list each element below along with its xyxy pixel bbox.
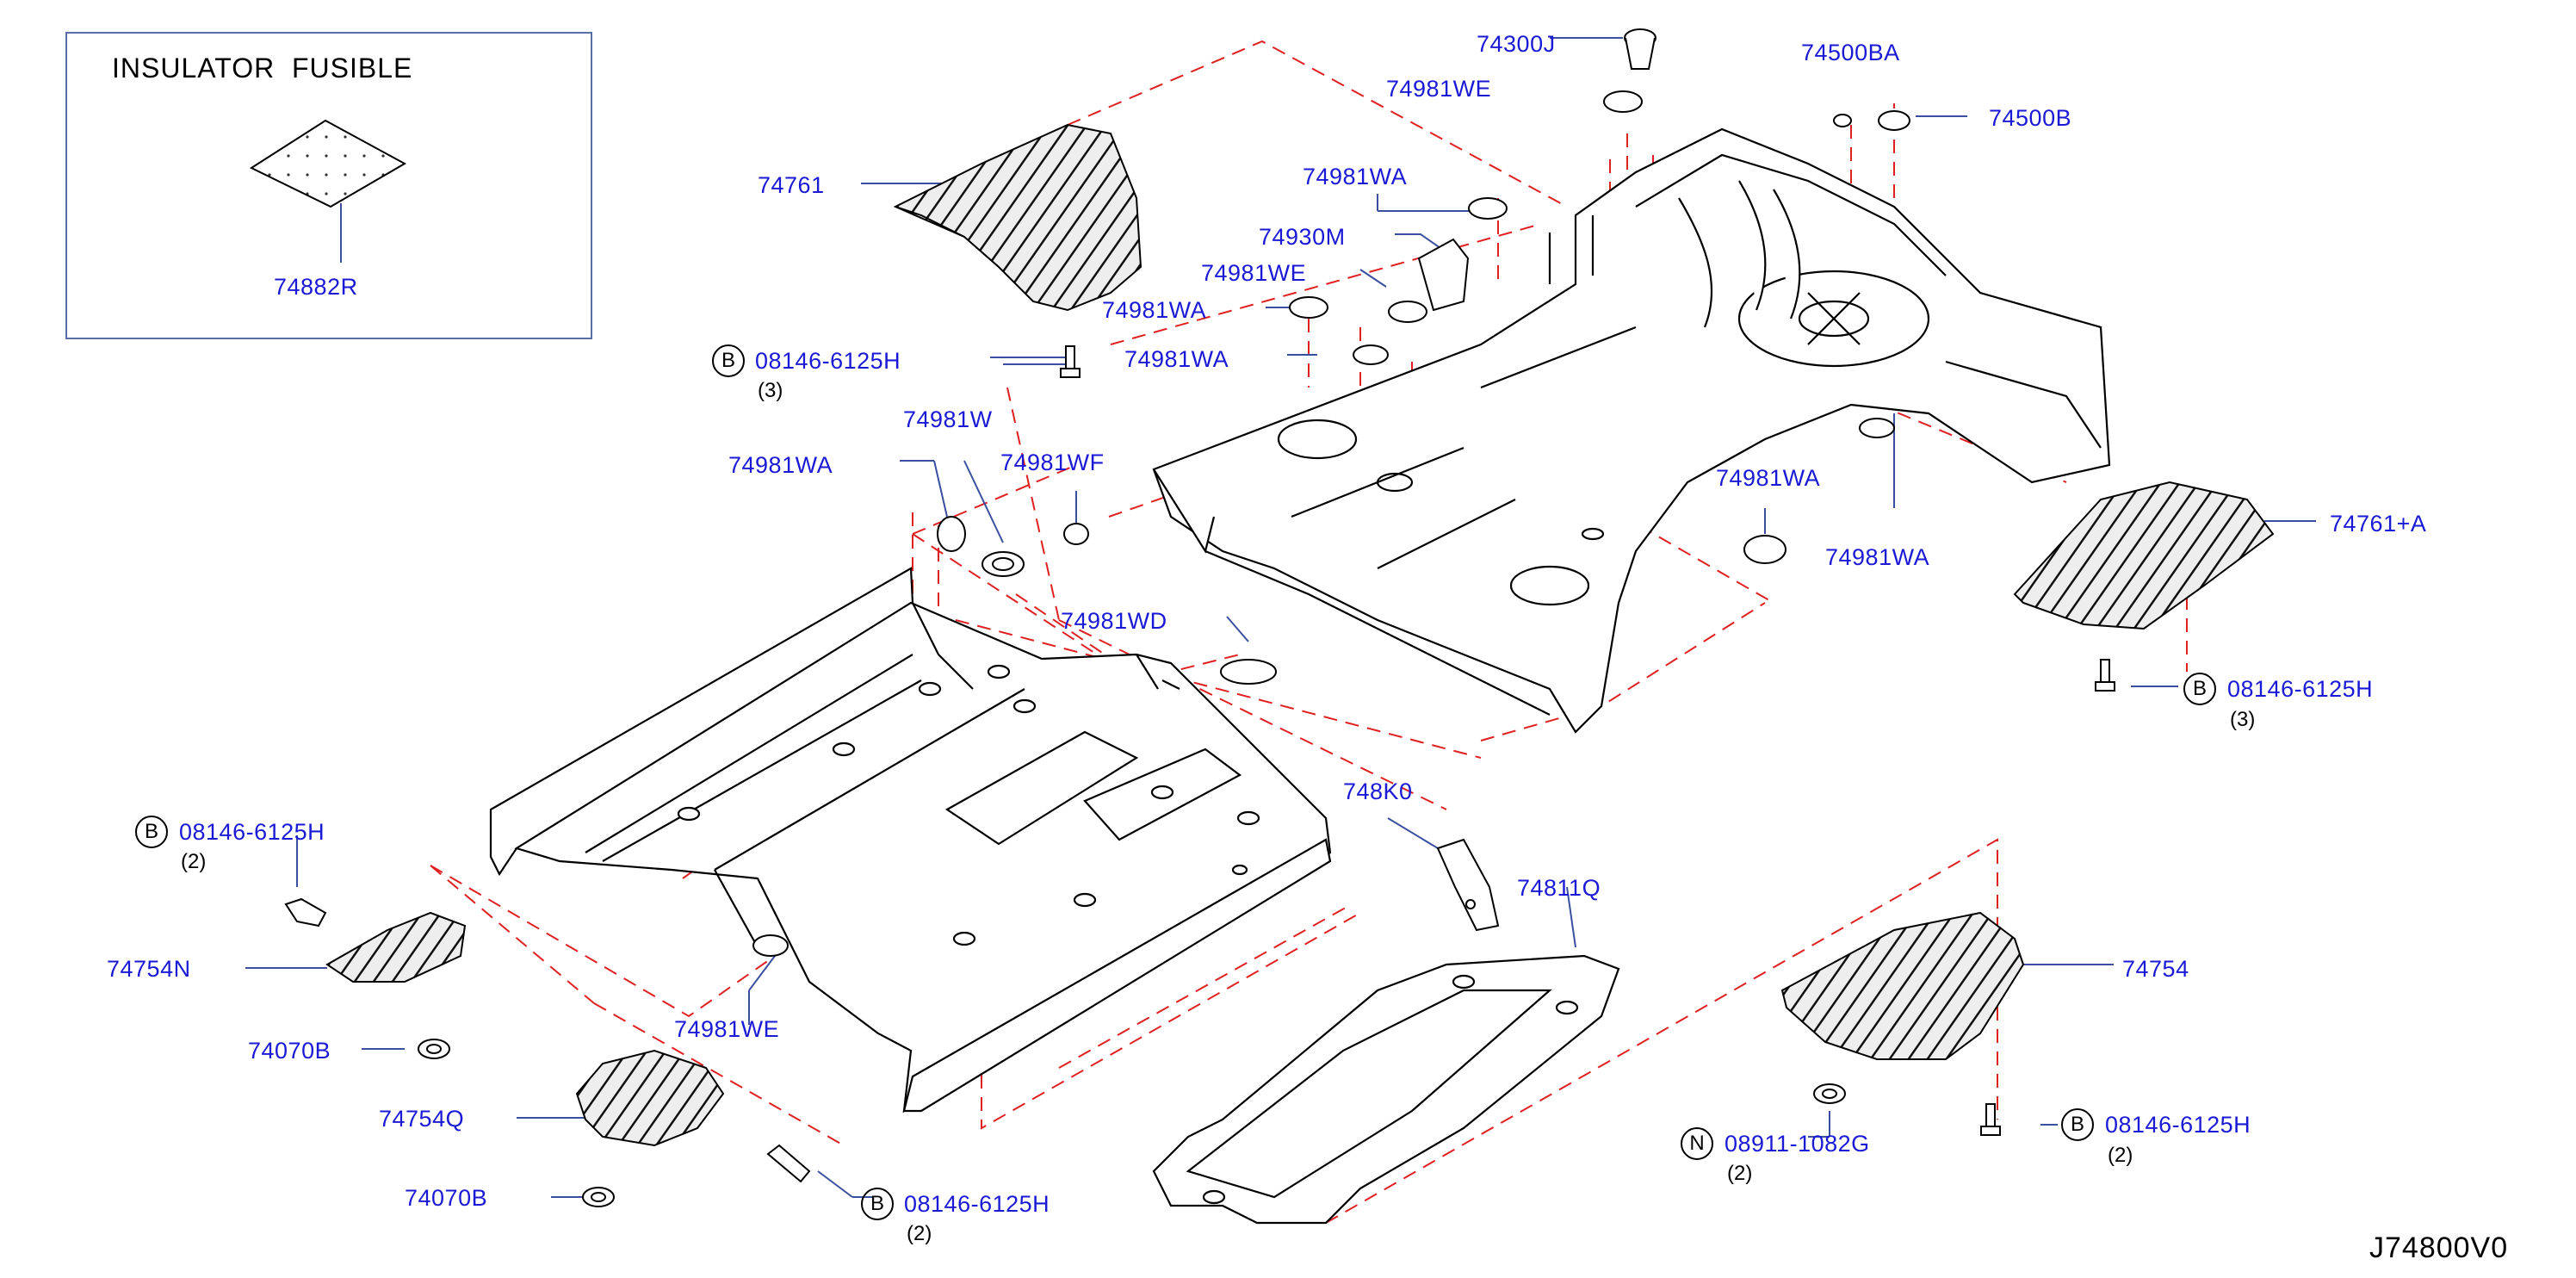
part-label-74981we-top[interactable]: 74981WE bbox=[1386, 76, 1492, 102]
part-label-74761[interactable]: 74761 bbox=[758, 172, 825, 198]
rear-floor-panel bbox=[1152, 127, 2111, 734]
part-label-74981wd[interactable]: 74981WD bbox=[1061, 608, 1167, 634]
fastener-label-bolt-left[interactable]: 08146-6125H bbox=[179, 819, 325, 845]
fastener-qty-nut-bottom-right: (2) bbox=[1727, 1162, 1753, 1185]
fusible-insulator-sheet bbox=[249, 119, 407, 263]
bracket-748k0 bbox=[1436, 838, 1500, 932]
part-label-74981w[interactable]: 74981W bbox=[903, 406, 993, 432]
part-label-74981wf[interactable]: 74981WF bbox=[1000, 450, 1105, 475]
under-cover-74811q bbox=[1152, 954, 1620, 1225]
part-label-74981wa-left[interactable]: 74981WA bbox=[728, 452, 833, 478]
part-label-74754n[interactable]: 74754N bbox=[107, 956, 191, 982]
part-label-74754q[interactable]: 74754Q bbox=[379, 1106, 465, 1132]
part-label-74981we-mid[interactable]: 74981WE bbox=[1201, 260, 1307, 286]
bolt-marker-top: B bbox=[712, 344, 745, 377]
part-label-74500ba[interactable]: 74500BA bbox=[1801, 40, 1900, 65]
fastener-qty-bolt-bottom-right: (2) bbox=[2108, 1144, 2133, 1167]
insulator-fusible-inset: INSULATOR FUSIBLE bbox=[65, 32, 592, 339]
part-label-74981wa-right2[interactable]: 74981WA bbox=[1825, 544, 1930, 570]
part-label-74882r[interactable]: 74882R bbox=[274, 274, 358, 300]
bolt-marker-right: B bbox=[2183, 673, 2216, 705]
heat-insulator-74761 bbox=[893, 123, 1142, 312]
part-label-74500b[interactable]: 74500B bbox=[1989, 105, 2072, 131]
fastener-qty-bolt-top: (3) bbox=[758, 379, 783, 402]
bolt-marker-bottom-right: B bbox=[2061, 1108, 2094, 1141]
heat-insulator-74761a bbox=[2013, 481, 2275, 630]
part-label-74981wa-mid2[interactable]: 74981WA bbox=[1124, 346, 1229, 372]
fastener-label-bolt-bottom-mid[interactable]: 08146-6125H bbox=[904, 1191, 1050, 1217]
leader-lines bbox=[245, 37, 2316, 1198]
fastener-qty-bolt-bottom-mid: (2) bbox=[907, 1222, 932, 1245]
front-floor-panel bbox=[489, 567, 1332, 1114]
part-label-74754[interactable]: 74754 bbox=[2122, 956, 2189, 982]
nut-marker-bottom-right: N bbox=[1681, 1127, 1713, 1160]
part-label-74981wa-right1[interactable]: 74981WA bbox=[1716, 465, 1821, 491]
part-label-748k0[interactable]: 748K0 bbox=[1343, 779, 1413, 804]
heat-insulator-74754q bbox=[575, 1049, 725, 1147]
part-label-74811q[interactable]: 74811Q bbox=[1517, 875, 1601, 901]
part-label-74761a[interactable]: 74761+A bbox=[2330, 511, 2427, 537]
heat-insulator-74754n bbox=[325, 911, 467, 983]
fastener-drawings bbox=[284, 345, 2115, 1207]
part-label-74981we-bottom[interactable]: 74981WE bbox=[674, 1016, 780, 1042]
fastener-qty-bolt-left: (2) bbox=[181, 850, 207, 873]
part-label-74930m[interactable]: 74930M bbox=[1259, 224, 1346, 250]
fastener-qty-bolt-right: (3) bbox=[2230, 708, 2256, 731]
fastener-label-bolt-top[interactable]: 08146-6125H bbox=[755, 348, 901, 374]
part-label-74070b-upper[interactable]: 74070B bbox=[248, 1038, 331, 1064]
bolt-marker-bottom-mid: B bbox=[861, 1188, 894, 1220]
fastener-label-bolt-bottom-right[interactable]: 08146-6125H bbox=[2105, 1112, 2251, 1138]
bolt-marker-left: B bbox=[135, 816, 168, 848]
part-label-74981wa-top[interactable]: 74981WA bbox=[1303, 164, 1408, 189]
plugs bbox=[752, 28, 1910, 957]
inset-title: INSULATOR FUSIBLE bbox=[112, 53, 413, 84]
part-label-74300j[interactable]: 74300J bbox=[1477, 31, 1556, 57]
fastener-label-nut-bottom-right[interactable]: 08911-1082G bbox=[1725, 1131, 1870, 1157]
part-label-74981wa-mid1[interactable]: 74981WA bbox=[1102, 297, 1207, 323]
part-label-74070b-lower[interactable]: 74070B bbox=[405, 1185, 488, 1211]
fastener-label-bolt-right[interactable]: 08146-6125H bbox=[2227, 676, 2374, 702]
heat-insulator-74754 bbox=[1780, 911, 2025, 1060]
diagram-code: J74800V0 bbox=[2369, 1231, 2509, 1264]
